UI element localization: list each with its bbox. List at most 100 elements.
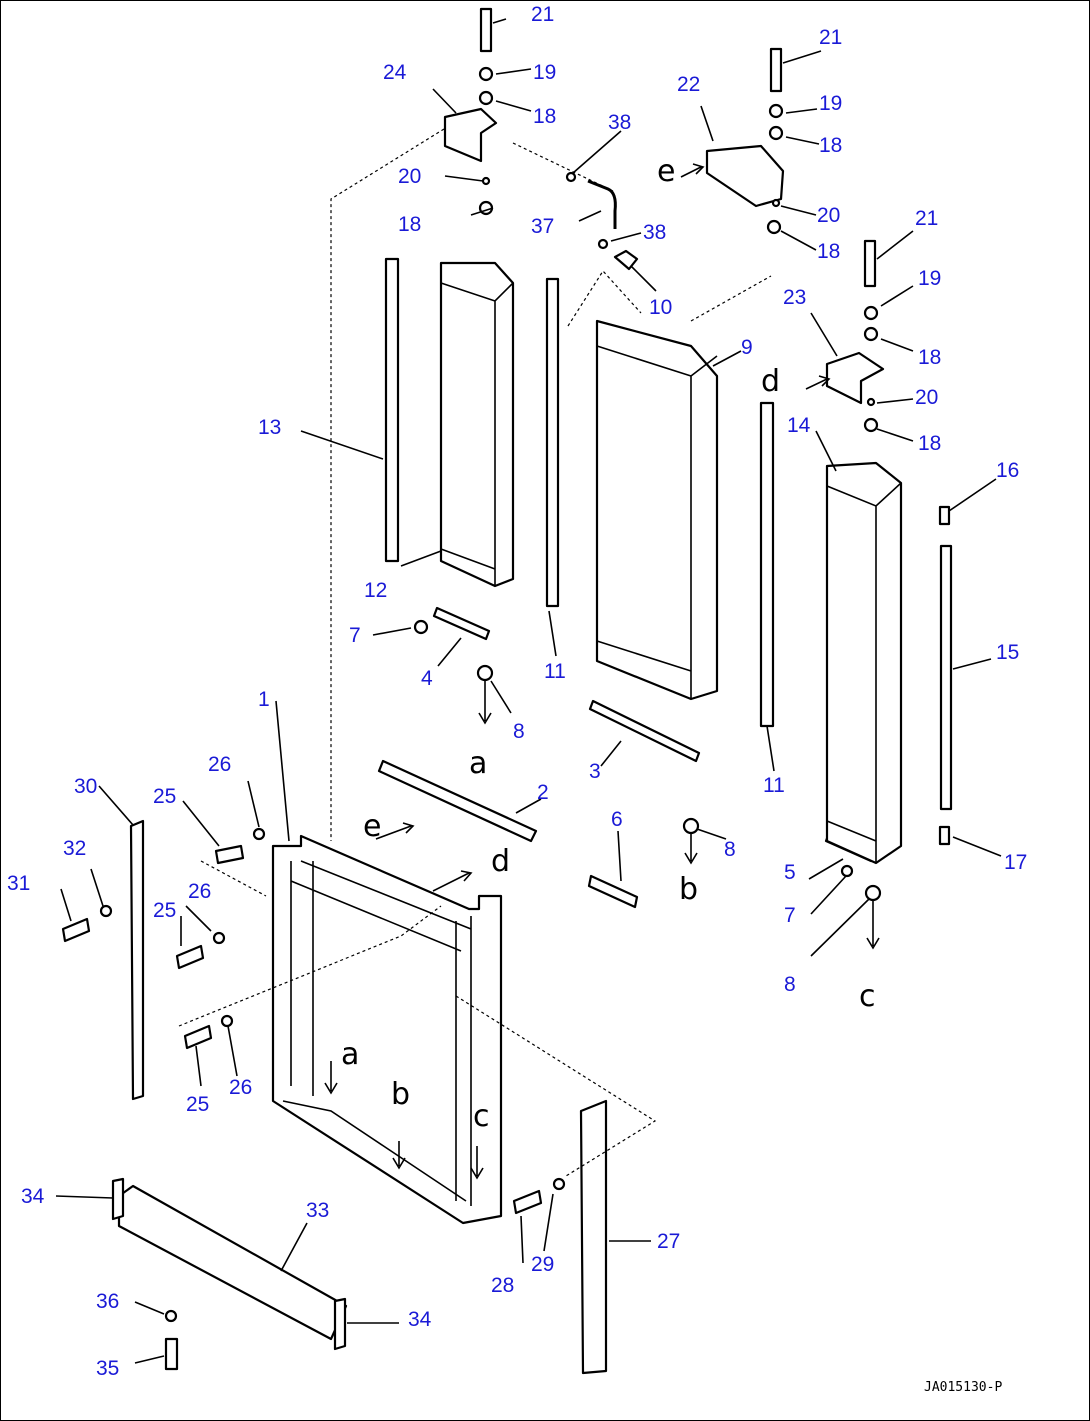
bracket-24-drawing — [443, 107, 498, 163]
part-label-18: 18 — [918, 346, 941, 369]
reference-letter-b: b — [391, 1077, 410, 1112]
frame-drawing — [271, 834, 503, 1225]
part-label-11: 11 — [544, 660, 566, 683]
bolt-7-a-drawing — [413, 619, 429, 635]
bar-2-drawing — [377, 759, 538, 843]
part-label-20: 20 — [915, 386, 938, 409]
part-label-7: 7 — [784, 904, 796, 927]
nut-18-right2-drawing — [863, 417, 879, 433]
part-label-25: 25 — [153, 899, 176, 922]
part-label-18: 18 — [398, 213, 421, 236]
pin-20-b-drawing — [771, 198, 781, 208]
pad-16-drawing — [938, 505, 951, 526]
washer-29-drawing — [552, 1177, 566, 1191]
part-label-32: 32 — [63, 837, 86, 860]
part-label-18: 18 — [819, 134, 842, 157]
nut-8-b-drawing — [682, 817, 700, 835]
nut-18-mid3-drawing — [766, 219, 782, 235]
part-label-38: 38 — [643, 221, 666, 244]
reference-letter-c: c — [859, 979, 876, 1014]
washer-19-mid-drawing — [768, 103, 784, 119]
part-label-21: 21 — [819, 26, 842, 49]
part-label-12: 12 — [364, 579, 387, 602]
reference-letter-d: d — [761, 364, 780, 399]
pin-20-a-drawing — [481, 176, 491, 186]
part-label-20: 20 — [398, 165, 421, 188]
part-label-29: 29 — [531, 1253, 554, 1276]
part-label-34: 34 — [408, 1308, 432, 1331]
reference-letter-e: e — [363, 809, 381, 844]
part-label-34: 34 — [21, 1185, 45, 1208]
bracket-34-right-drawing — [333, 1297, 347, 1351]
part-label-17: 17 — [1004, 851, 1027, 874]
part-label-13: 13 — [258, 416, 281, 439]
seal-11-left-drawing — [545, 277, 560, 608]
part-label-16: 16 — [996, 459, 1019, 482]
part-label-30: 30 — [74, 775, 97, 798]
part-label-19: 19 — [819, 92, 842, 115]
bracket-22-drawing — [705, 144, 785, 208]
bolt-21-mid-drawing — [769, 47, 783, 93]
bolt-31-drawing — [61, 917, 91, 943]
part-label-18: 18 — [533, 105, 556, 128]
washer-19-top-drawing — [478, 66, 494, 82]
clip-38-mid-drawing — [597, 238, 609, 250]
bolt-7-b-drawing — [840, 864, 854, 878]
washer-26-c-drawing — [220, 1014, 234, 1028]
nut-18-right-drawing — [863, 326, 879, 342]
part-label-37: 37 — [531, 215, 554, 238]
part-label-23: 23 — [783, 286, 806, 309]
part-label-18: 18 — [817, 240, 840, 263]
nut-8-a-drawing — [476, 664, 494, 682]
part-label-2: 2 — [537, 781, 549, 804]
part-label-6: 6 — [611, 808, 623, 831]
part-label-25: 25 — [186, 1093, 209, 1116]
part-label-28: 28 — [491, 1274, 514, 1297]
cap-10-drawing — [613, 249, 639, 271]
part-label-18: 18 — [918, 432, 941, 455]
bolt-25-c-drawing — [183, 1024, 213, 1050]
drawing-code: JA015130-P — [924, 1380, 1002, 1395]
washer-36-drawing — [164, 1309, 178, 1323]
washer-19-right-drawing — [863, 305, 879, 321]
part-label-3: 3 — [589, 760, 601, 783]
part-label-15: 15 — [996, 641, 1019, 664]
radiator-9-drawing — [595, 319, 719, 701]
part-label-27: 27 — [657, 1230, 680, 1253]
bracket-34-left-drawing — [111, 1177, 125, 1221]
part-label-26: 26 — [188, 880, 211, 903]
washer-32-drawing — [99, 904, 113, 918]
part-label-22: 22 — [677, 73, 700, 96]
part-label-5: 5 — [784, 861, 796, 884]
part-label-38: 38 — [608, 111, 631, 134]
part-label-14: 14 — [787, 414, 811, 437]
part-label-36: 36 — [96, 1290, 119, 1313]
cover-30-drawing — [129, 819, 145, 1101]
part-label-4: 4 — [421, 667, 433, 690]
bolt-28-drawing — [512, 1189, 543, 1215]
bar-4-drawing — [432, 606, 491, 641]
bolt-21-top-drawing — [479, 7, 493, 53]
washer-26-a-drawing — [252, 827, 266, 841]
pin-20-c-drawing — [866, 397, 876, 407]
bolt-25-a-drawing — [214, 844, 245, 865]
hose-37-drawing — [587, 179, 617, 229]
part-label-33: 33 — [306, 1199, 329, 1222]
reference-letter-a: a — [469, 746, 487, 781]
part-label-26: 26 — [229, 1076, 252, 1099]
reference-letter-d: d — [491, 844, 510, 879]
reference-letter-c: c — [473, 1099, 490, 1134]
radiator-12-drawing — [439, 261, 515, 588]
nut-8-c-drawing — [864, 884, 882, 902]
part-label-21: 21 — [531, 3, 554, 26]
bolt-35-drawing — [164, 1337, 179, 1371]
part-label-35: 35 — [96, 1357, 119, 1380]
part-label-8: 8 — [784, 973, 796, 996]
bar-3-drawing — [588, 699, 701, 763]
part-label-21: 21 — [915, 207, 938, 230]
nut-18-top-drawing — [478, 90, 494, 106]
